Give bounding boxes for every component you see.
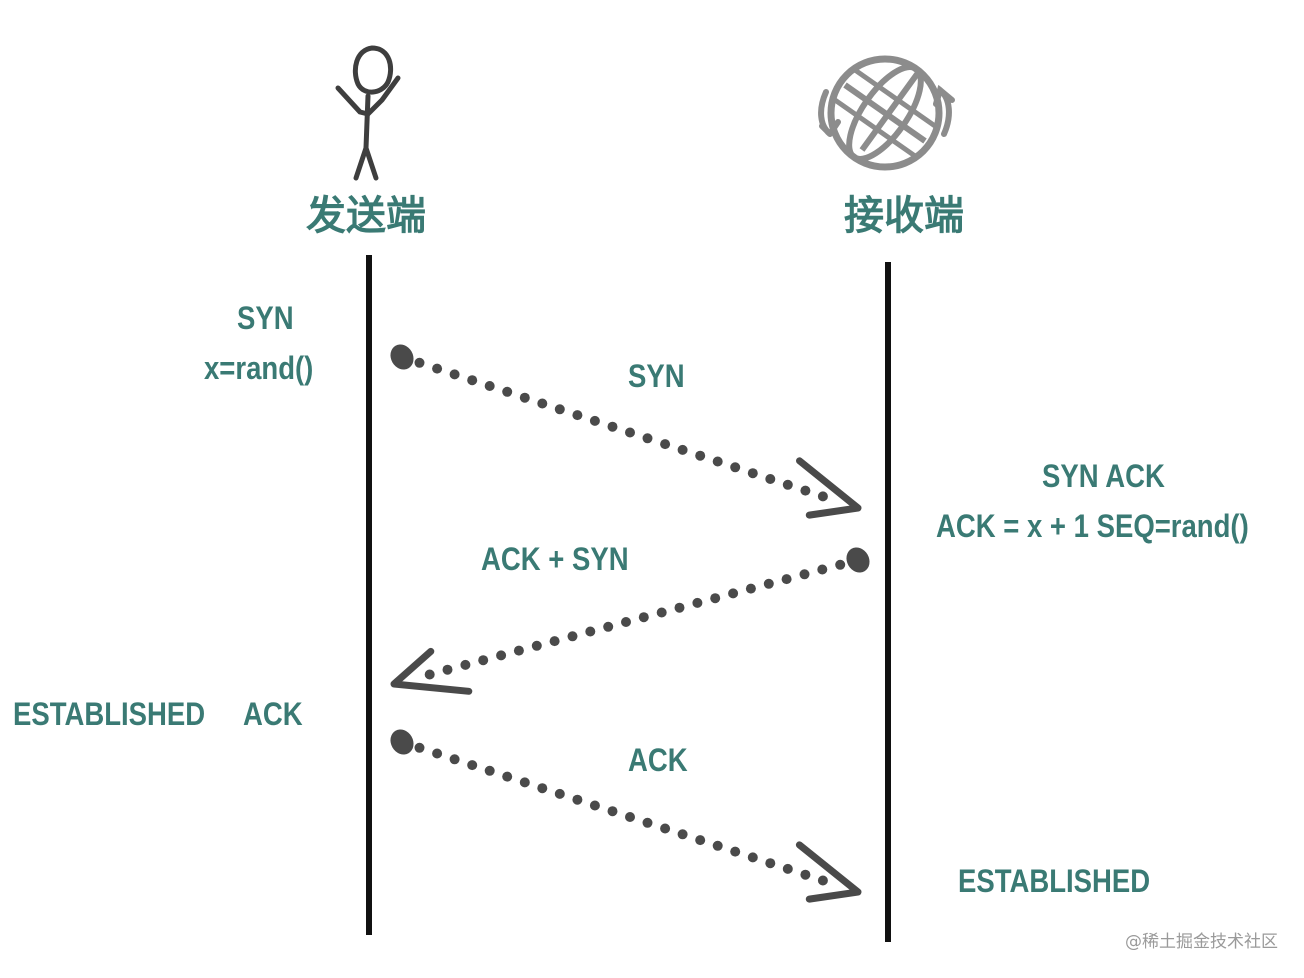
ack-syn-arrow-dot: [745, 583, 756, 594]
syn-arrow-dot: [502, 386, 513, 397]
syn-arrow-dot: [467, 375, 478, 386]
ack-syn-arrow-dot: [799, 569, 810, 580]
ack-arrow-dot: [730, 846, 741, 857]
ack-syn-arrow-dot: [567, 631, 578, 642]
sender-syn-note: SYN: [237, 300, 294, 336]
ack-syn-arrow-dot: [621, 617, 631, 627]
ack-syn-arrow-dot: [442, 664, 453, 675]
ack-syn-arrow-dot: [496, 650, 507, 661]
ack-syn-arrow-dot: [531, 640, 542, 651]
sender-ack-note: ACK: [243, 696, 303, 732]
ack-arrow-head: [795, 841, 862, 903]
ack-arrow-start-dot: [390, 729, 414, 755]
ack-syn-arrow-dot: [513, 645, 524, 656]
ack-syn-arrow-dot: [710, 593, 721, 604]
syn-arrow-dot: [572, 410, 583, 421]
syn-arrow: [390, 344, 862, 519]
syn-arrow-dot: [519, 392, 530, 403]
watermark: @稀土掘金技术社区: [1125, 932, 1278, 952]
ack-arrow-dot: [677, 829, 688, 840]
syn-arrow-dot: [765, 474, 776, 484]
ack-syn-arrow-dot: [781, 574, 792, 585]
ack-arrow-dot: [432, 748, 443, 759]
ack-arrow-dot: [625, 812, 635, 822]
ack-syn-arrow-dot: [763, 578, 774, 589]
stick-figure-icon: [335, 45, 401, 181]
syn-arrow-dot: [782, 479, 793, 490]
ack-syn-arrow-head: [390, 647, 473, 695]
syn-arrow-head: [796, 457, 862, 519]
ack-arrow-dot: [660, 823, 671, 834]
ack-syn-arrow-dot: [585, 626, 596, 637]
ack-arrow: [390, 729, 862, 903]
syn-arrow-dot: [589, 415, 600, 426]
receiver-ack-seq-note: ACK = x + 1 SEQ=rand(): [936, 508, 1249, 544]
ack-arrow-dot: [817, 875, 828, 886]
syn-arrow-dot: [817, 491, 828, 502]
ack-syn-arrow-dot: [656, 607, 667, 618]
syn-arrow-dot: [695, 450, 706, 461]
ack-syn-arrow-dot: [728, 588, 739, 599]
ack-syn-arrow-dot: [460, 659, 471, 670]
syn-arrow-dot: [712, 456, 723, 467]
syn-arrow-dot: [607, 421, 618, 432]
ack-arrow-dot: [589, 800, 600, 811]
syn-arrow-dot: [625, 427, 635, 438]
syn-arrow-dot: [747, 468, 758, 479]
ack-arrow-dot: [554, 788, 565, 799]
ack-arrow-dot: [449, 754, 460, 765]
syn-arrow-dot: [432, 363, 443, 374]
syn-arrow-dot: [642, 433, 653, 444]
receiver-synack-note: SYN ACK: [1042, 458, 1165, 494]
ack-arrow-dot: [572, 794, 583, 805]
ack-arrow-dot: [782, 863, 793, 874]
ack-arrow-dot: [484, 765, 495, 776]
sender-established-state: ESTABLISHED: [13, 696, 206, 732]
message-arrows: [390, 344, 870, 903]
ack-syn-arrow-dot: [549, 636, 560, 647]
ack-arrow-dot: [642, 817, 653, 828]
syn-arrow-dot: [484, 381, 495, 391]
syn-arrow-dot: [554, 404, 565, 415]
globe-sync-icon: [818, 55, 955, 171]
syn-arrow-dot: [449, 369, 460, 380]
syn-arrow-dot: [800, 485, 811, 496]
ack-syn-arrow-dot: [603, 621, 614, 632]
syn-arrow-dot: [414, 357, 425, 368]
ack-message-label: ACK: [628, 742, 688, 778]
ack-arrow-dot: [467, 760, 478, 771]
sender-label: 发送端: [306, 193, 426, 239]
ack-arrow-dot: [414, 742, 425, 753]
syn-message-label: SYN: [628, 358, 685, 394]
ack-syn-arrow-dot: [424, 669, 435, 680]
ack-arrow-dot: [537, 783, 548, 794]
ack-arrow-dot: [747, 852, 758, 863]
syn-arrow-dot: [730, 462, 741, 473]
sender-seq-note: x=rand(): [204, 350, 314, 386]
ack-syn-arrow-start-dot: [846, 547, 870, 573]
ack-syn-arrow-dot: [817, 564, 828, 575]
ack-arrow-dot: [607, 806, 618, 817]
receiver-established-state: ESTABLISHED: [958, 863, 1151, 899]
ack-syn-message-label: ACK + SYN: [481, 541, 629, 577]
ack-syn-arrow-dot: [674, 602, 685, 613]
syn-arrow-dot: [537, 398, 548, 409]
ack-arrow-dot: [502, 771, 513, 782]
ack-syn-arrow: [390, 547, 870, 695]
syn-arrow-start-dot: [390, 344, 414, 370]
syn-arrow-dot: [660, 439, 671, 450]
ack-arrow-dot: [765, 858, 776, 869]
ack-syn-arrow-dot: [638, 612, 649, 623]
ack-syn-arrow-dot: [692, 597, 703, 608]
ack-syn-arrow-dot: [478, 655, 489, 666]
ack-syn-arrow-dot: [835, 559, 846, 570]
ack-arrow-dot: [695, 835, 706, 846]
ack-arrow-dot: [712, 840, 723, 851]
receiver-label: 接收端: [844, 193, 964, 239]
ack-arrow-dot: [800, 869, 811, 880]
ack-arrow-dot: [519, 777, 530, 788]
syn-arrow-dot: [677, 444, 688, 455]
